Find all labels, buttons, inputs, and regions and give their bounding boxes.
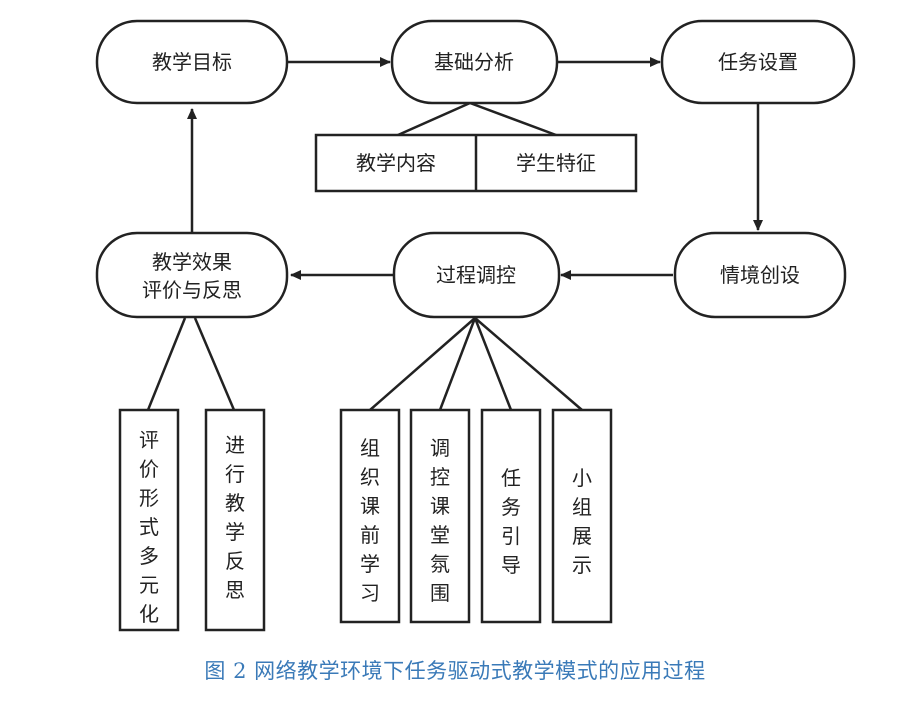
link-eval-reflection bbox=[193, 317, 236, 411]
link-process-guidance bbox=[473, 317, 513, 411]
label-evaluation-line2: 评价与反思 bbox=[142, 278, 242, 302]
node-teaching-goal-box bbox=[95, 19, 289, 105]
class-atmosphere-box bbox=[409, 408, 471, 624]
label-teaching-content: 教学内容 bbox=[356, 151, 436, 175]
label-task-setting: 任务设置 bbox=[718, 50, 798, 74]
link-analysis-features bbox=[469, 101, 557, 137]
node-situation-box bbox=[673, 231, 847, 319]
node-task-setting-box bbox=[660, 19, 856, 105]
group-display-box bbox=[551, 408, 613, 624]
node-process-control-box bbox=[392, 231, 561, 319]
label-task-guidance: 任务引导 bbox=[501, 466, 521, 577]
pre-study-box bbox=[339, 408, 401, 624]
label-diverse-evaluation: 评价形式多元化 bbox=[139, 428, 159, 626]
label-teaching-reflection: 进行教学反思 bbox=[225, 433, 245, 602]
link-process-prestudy bbox=[369, 317, 476, 411]
task-guidance-box bbox=[480, 408, 542, 624]
node-evaluation-box bbox=[95, 231, 289, 319]
teaching-reflection-box bbox=[204, 408, 266, 632]
label-pre-study: 组织课前学习 bbox=[360, 436, 380, 605]
label-student-features: 学生特征 bbox=[516, 151, 596, 175]
sub-boxes bbox=[118, 133, 638, 632]
label-class-atmosphere: 调控课堂氛围 bbox=[430, 436, 450, 605]
figure-caption: 图 2 网络教学环境下任务驱动式教学模式的应用过程 bbox=[204, 659, 706, 683]
label-basic-analysis: 基础分析 bbox=[434, 50, 514, 74]
label-process-control: 过程调控 bbox=[436, 263, 516, 287]
label-situation-creation: 情境创设 bbox=[720, 263, 800, 287]
link-analysis-content bbox=[397, 101, 471, 137]
process-nodes bbox=[95, 19, 856, 319]
node-labels: 教学目标 基础分析 任务设置 教学内容 学生特征 情境创设 过程调控 教学效果 … bbox=[142, 50, 800, 302]
node-basic-analysis-box bbox=[390, 19, 559, 105]
vertical-labels: 评价形式多元化 进行教学反思 组织课前学习 调控课堂氛围 任务引导 小组展示 bbox=[139, 428, 592, 626]
label-evaluation-line1: 教学效果 bbox=[152, 250, 232, 274]
diverse-evaluation-box bbox=[118, 408, 180, 632]
link-eval-diverse bbox=[146, 317, 187, 411]
label-teaching-goal: 教学目标 bbox=[152, 50, 232, 74]
link-process-atmosphere bbox=[438, 317, 477, 411]
label-group-display: 小组展示 bbox=[572, 466, 592, 577]
link-process-display bbox=[474, 317, 583, 411]
connectors bbox=[146, 57, 763, 411]
